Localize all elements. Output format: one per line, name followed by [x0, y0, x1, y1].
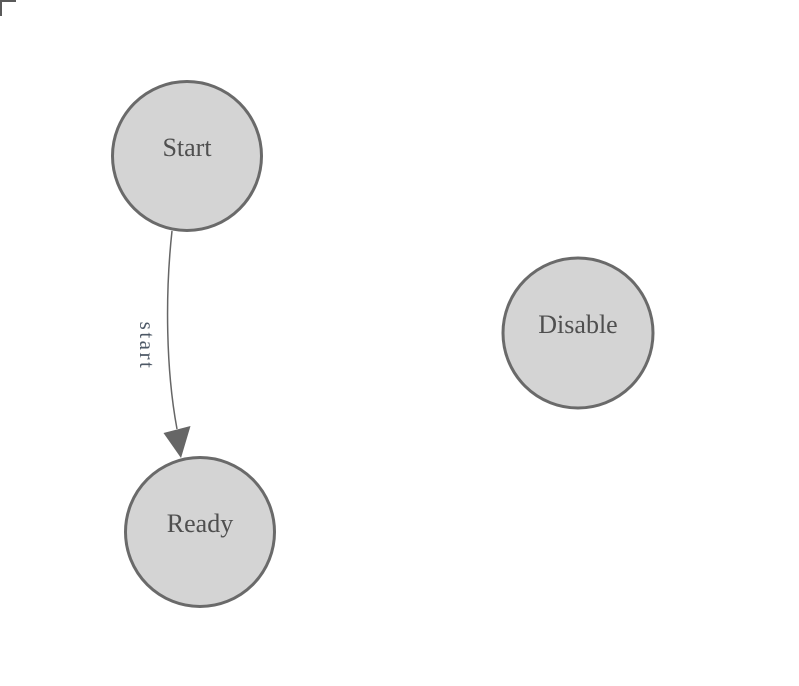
state-circle-disable	[501, 256, 655, 410]
state-node-disable[interactable]: Disable	[501, 256, 655, 410]
state-circle-ready	[124, 456, 276, 608]
transition-path	[166, 230, 178, 430]
canvas-origin-corner-mark	[0, 0, 16, 16]
state-label-ready: Ready	[167, 509, 233, 538]
state-label-disable: Disable	[538, 310, 617, 339]
state-circle-start	[111, 80, 263, 232]
arrowhead-icon	[163, 426, 191, 458]
state-node-ready[interactable]: Ready	[124, 456, 276, 608]
state-node-start[interactable]: Start	[111, 80, 263, 232]
state-label-start: Start	[162, 133, 212, 162]
transition-label: start	[135, 322, 159, 371]
transition-edge-start-to-ready[interactable]: start	[135, 230, 191, 458]
